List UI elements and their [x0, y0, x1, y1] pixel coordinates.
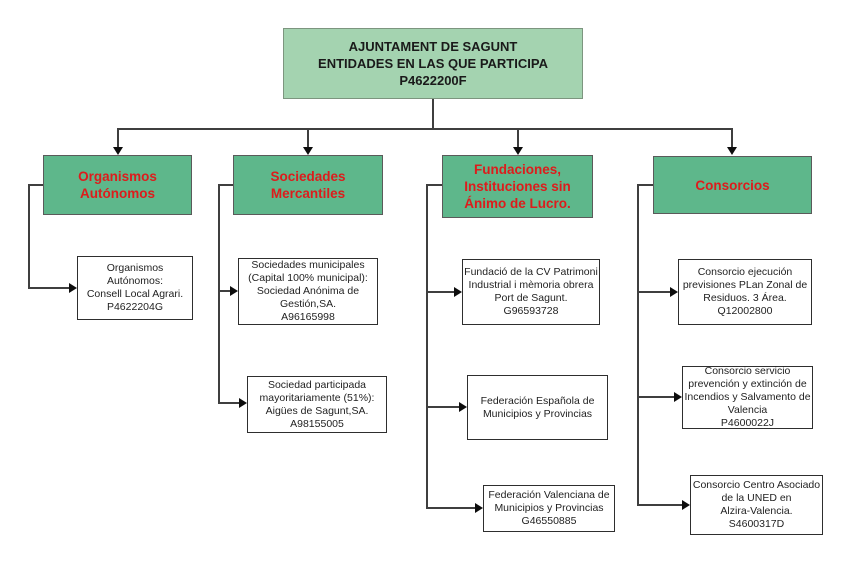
arrow-down-icon — [513, 147, 523, 155]
entity-line: Fundació de la CV Patrimoni — [464, 266, 598, 278]
entity-line: S4600317D — [728, 518, 785, 530]
connector-branch — [218, 290, 230, 292]
entity-line: Industrial i mèmoria obrera — [468, 279, 594, 291]
connector-drop — [117, 128, 119, 148]
connector-stub — [637, 184, 653, 186]
arrow-right-icon — [230, 286, 238, 296]
connector-stub — [218, 184, 233, 186]
entity-line: G46550885 — [521, 515, 577, 527]
entity-box-consell-local-agrari: Organismos Autónomos: Consell Local Agra… — [77, 256, 193, 320]
entity-line: prevención y extinción de — [688, 378, 807, 390]
entity-box-consorcio-residuos: Consorcio ejecución previsiones PLan Zon… — [678, 259, 812, 325]
connector-branch — [426, 507, 475, 509]
connector-trunk — [218, 184, 220, 404]
entity-line: previsiones PLan Zonal de — [682, 279, 808, 291]
category-label-line: Consorcios — [695, 177, 770, 193]
connector-branch — [426, 406, 459, 408]
connector-drop — [307, 128, 309, 148]
connector-branch — [637, 396, 674, 398]
entity-line: Consorcio servicio — [704, 365, 791, 377]
entity-line: G96593728 — [503, 305, 559, 317]
category-header-fundaciones: Fundaciones, Instituciones sin Ánimo de … — [442, 155, 593, 218]
category-label-line: Autónomos — [80, 186, 155, 201]
category-header-sociedades-mercantiles: Sociedades Mercantiles — [233, 155, 383, 215]
root-title-line: AJUNTAMENT DE SAGUNT — [348, 39, 518, 54]
entity-line: A96165998 — [281, 311, 335, 323]
entity-box-fvmp: Federación Valenciana de Municipios y Pr… — [483, 485, 615, 532]
entity-line: Port de Sagunt. — [494, 292, 568, 304]
entity-line: Consell Local Agrari. — [86, 288, 184, 300]
arrow-down-icon — [727, 147, 737, 155]
connector-branch — [28, 287, 69, 289]
entity-line: Aigües de Sagunt,SA. — [265, 404, 369, 417]
entity-line: P4622204G — [106, 301, 164, 313]
arrow-right-icon — [454, 287, 462, 297]
connector-trunk — [637, 184, 639, 506]
connector-root-stem — [432, 99, 434, 129]
entity-line: de la UNED en — [721, 492, 792, 504]
entity-line: Residuos. 3 Área. — [703, 292, 787, 304]
category-header-organismos-autonomos: Organismos Autónomos — [43, 155, 192, 215]
arrow-right-icon — [674, 392, 682, 402]
arrow-right-icon — [459, 402, 467, 412]
entity-line: Sociedad Anónima de — [256, 285, 360, 297]
entity-line: Incendios y Salvamento de — [684, 391, 811, 403]
entity-line: Alzira-Valencia. — [720, 505, 793, 517]
connector-branch — [637, 291, 670, 293]
category-label-line: Fundaciones, — [473, 162, 561, 177]
category-header-consorcios: Consorcios — [653, 156, 812, 214]
arrow-right-icon — [670, 287, 678, 297]
entity-line: Municipios y Provincias — [482, 407, 593, 420]
entity-box-consorcio-uned: Consorcio Centro Asociado de la UNED en … — [690, 475, 823, 535]
entity-line: Q12002800 — [717, 305, 773, 317]
entity-line: Sociedad participada — [267, 378, 367, 391]
connector-branch — [426, 291, 454, 293]
entity-line: Gestión,SA. — [279, 298, 337, 310]
arrow-right-icon — [239, 398, 247, 408]
entity-line: Sociedades municipales — [251, 259, 365, 271]
entity-line: Consorcio ejecución — [697, 266, 793, 278]
connector-trunk — [28, 184, 30, 289]
category-label-line: Sociedades — [270, 169, 346, 184]
connector-drop — [517, 128, 519, 148]
connector-stub — [28, 184, 43, 186]
entity-line: Valencia — [727, 404, 768, 416]
entity-box-sag: Sociedades municipales (Capital 100% mun… — [238, 258, 378, 325]
entity-line: (Capital 100% municipal): — [248, 272, 368, 284]
entity-box-consorcio-bomberos: Consorcio servicio prevención y extinció… — [682, 365, 813, 429]
entity-line: Consorcio Centro Asociado — [692, 479, 821, 491]
entity-box-fundacio-patrimoni: Fundació de la CV Patrimoni Industrial i… — [462, 259, 600, 325]
arrow-right-icon — [682, 500, 690, 510]
root-title-line: ENTIDADES EN LAS QUE PARTICIPA — [318, 56, 548, 71]
entity-line: Federación Española de — [480, 394, 595, 407]
arrow-down-icon — [113, 147, 123, 155]
entity-line: Organismos Autónomos: — [106, 262, 164, 287]
arrow-down-icon — [303, 147, 313, 155]
entity-box-aigues-de-sagunt: Sociedad participada mayoritariamente (5… — [247, 376, 387, 433]
entity-line: Federación Valenciana de — [488, 489, 610, 501]
arrow-right-icon — [69, 283, 77, 293]
category-label-line: Ánimo de Lucro. — [464, 196, 571, 211]
entity-line: mayoritariamente (51%): — [259, 391, 375, 404]
category-label-line: Mercantiles — [270, 186, 346, 201]
connector-stub — [426, 184, 442, 186]
connector-branch — [637, 504, 682, 506]
connector-drop — [731, 128, 733, 148]
root-title-line: P4622200F — [399, 73, 467, 88]
connector-trunk — [426, 184, 428, 509]
arrow-right-icon — [475, 503, 483, 513]
connector-top-rail — [117, 128, 733, 130]
root-entity-box: AJUNTAMENT DE SAGUNT ENTIDADES EN LAS QU… — [283, 28, 583, 99]
entity-line: A98155005 — [290, 417, 344, 430]
entity-line: Municipios y Provincias — [494, 502, 604, 514]
category-label-line: Instituciones sin — [464, 179, 571, 194]
category-label-line: Organismos — [78, 169, 157, 184]
entity-line: P4600022J — [720, 417, 775, 429]
connector-branch — [218, 402, 239, 404]
entity-box-femp: Federación Española de Municipios y Prov… — [467, 375, 608, 440]
